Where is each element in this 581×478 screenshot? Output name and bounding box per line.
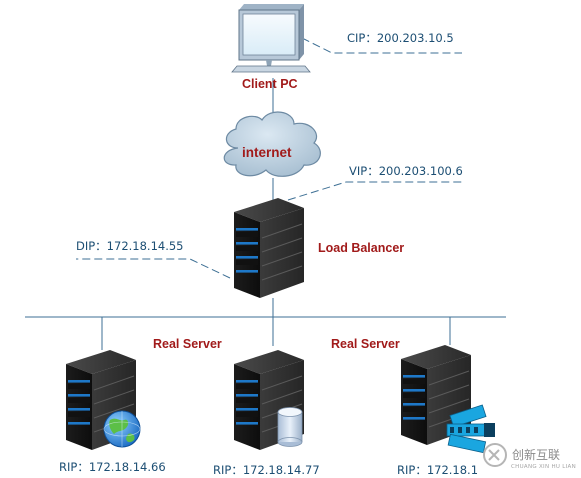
client-pc-icon — [231, 4, 311, 73]
film-icon — [446, 404, 495, 454]
rip-label-3: RIP：172.18.1 — [397, 463, 479, 477]
rip-label-2: RIP：172.18.14.77 — [213, 463, 320, 477]
watermark-subtext: CHUANG XIN HU LIAN — [511, 464, 577, 470]
load-balancer-label: Load Balancer — [318, 241, 405, 255]
internet-label: internet — [242, 145, 292, 160]
vip-label: VIP：200.203.100.6 — [349, 164, 463, 178]
real-server-label-right: Real Server — [331, 337, 400, 351]
real-server-label-left: Real Server — [153, 337, 222, 351]
cip-leader — [301, 37, 462, 54]
globe-icon — [103, 410, 141, 448]
internet-cloud-icon — [223, 111, 321, 177]
watermark-text: 创新互联 — [512, 448, 561, 462]
dip-leader — [76, 258, 231, 279]
watermark-logo-icon — [483, 443, 507, 467]
rip-label-1: RIP：172.18.14.66 — [59, 460, 166, 474]
cip-label: CIP：200.203.10.5 — [347, 31, 454, 45]
client-pc-label: Client PC — [242, 77, 298, 91]
database-icon — [277, 407, 303, 447]
dip-label: DIP：172.18.14.55 — [76, 239, 184, 253]
vip-leader — [287, 181, 464, 201]
load-balancer-server-icon — [233, 197, 305, 299]
